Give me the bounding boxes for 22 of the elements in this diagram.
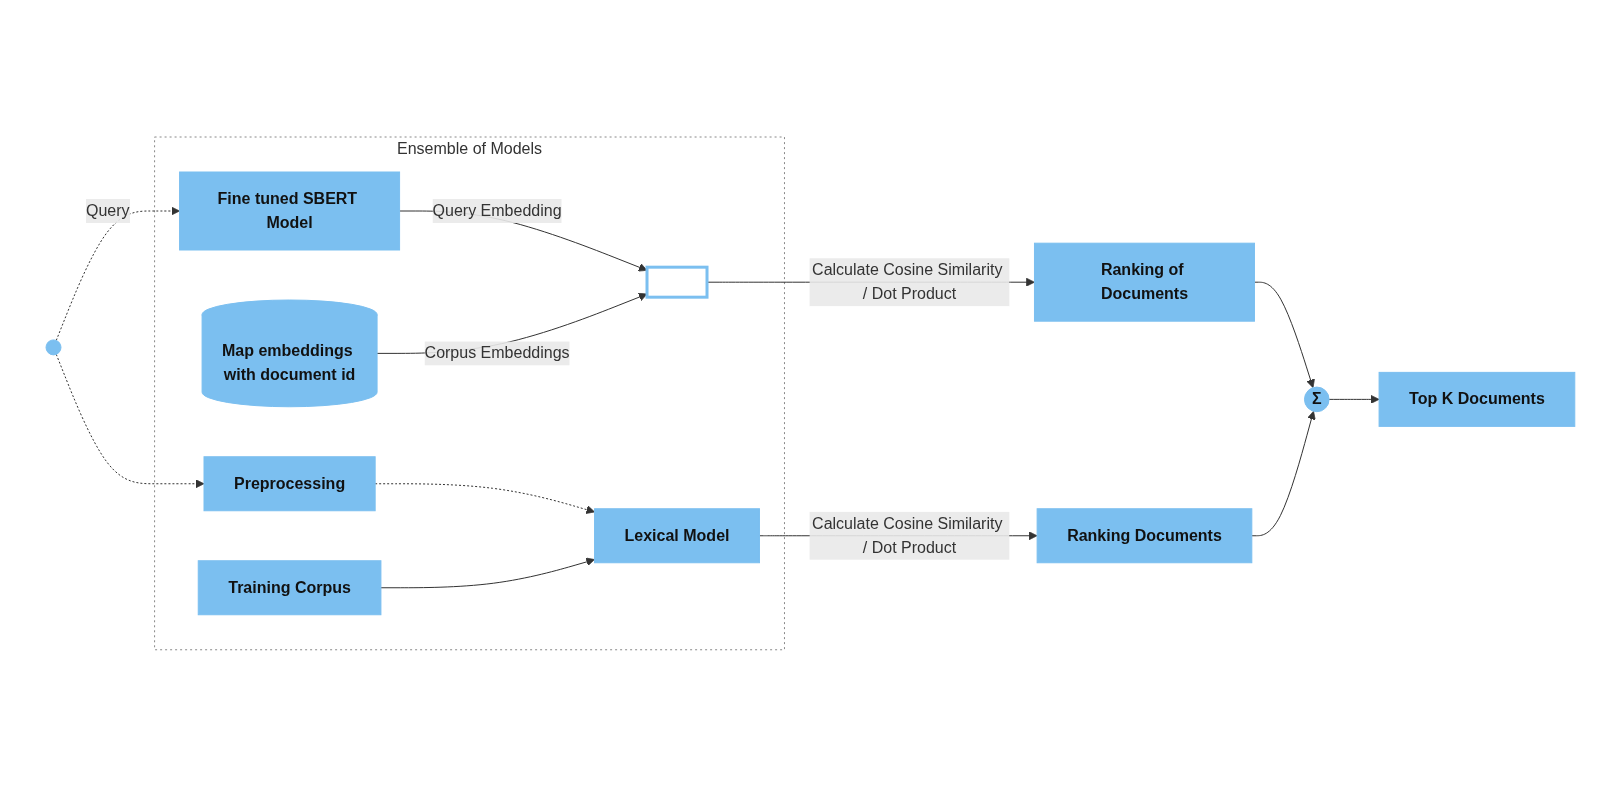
arrow [380, 557, 595, 589]
node-box: Top K Documents [1378, 372, 1575, 427]
arrow [1253, 281, 1315, 389]
edge-label: Corpus Embeddings [424, 344, 570, 362]
arrow [1250, 410, 1316, 537]
node-box: Lexical Model [593, 508, 760, 564]
edge-label: Query [85, 202, 130, 220]
node-circle: Σ [1303, 386, 1330, 413]
node-picture [645, 265, 709, 299]
edge-label: Query Embedding [432, 202, 562, 220]
edge-label: Calculate Cosine Similarity / Dot Product [811, 261, 1002, 303]
arrow [374, 483, 595, 515]
node-person [45, 339, 62, 356]
arrow [55, 353, 204, 489]
arrow [1328, 395, 1380, 404]
node-box: Ranking Documents [1036, 508, 1252, 564]
node-box: Fine tuned SBERT Model [178, 171, 400, 251]
edge-label: Calculate Cosine Similarity / Dot Product [811, 514, 1002, 556]
node-box: Preprocessing [203, 456, 376, 512]
node-box: Training Corpus [197, 560, 381, 616]
arrow [55, 206, 180, 342]
node-box: Ranking of Documents [1033, 242, 1255, 322]
